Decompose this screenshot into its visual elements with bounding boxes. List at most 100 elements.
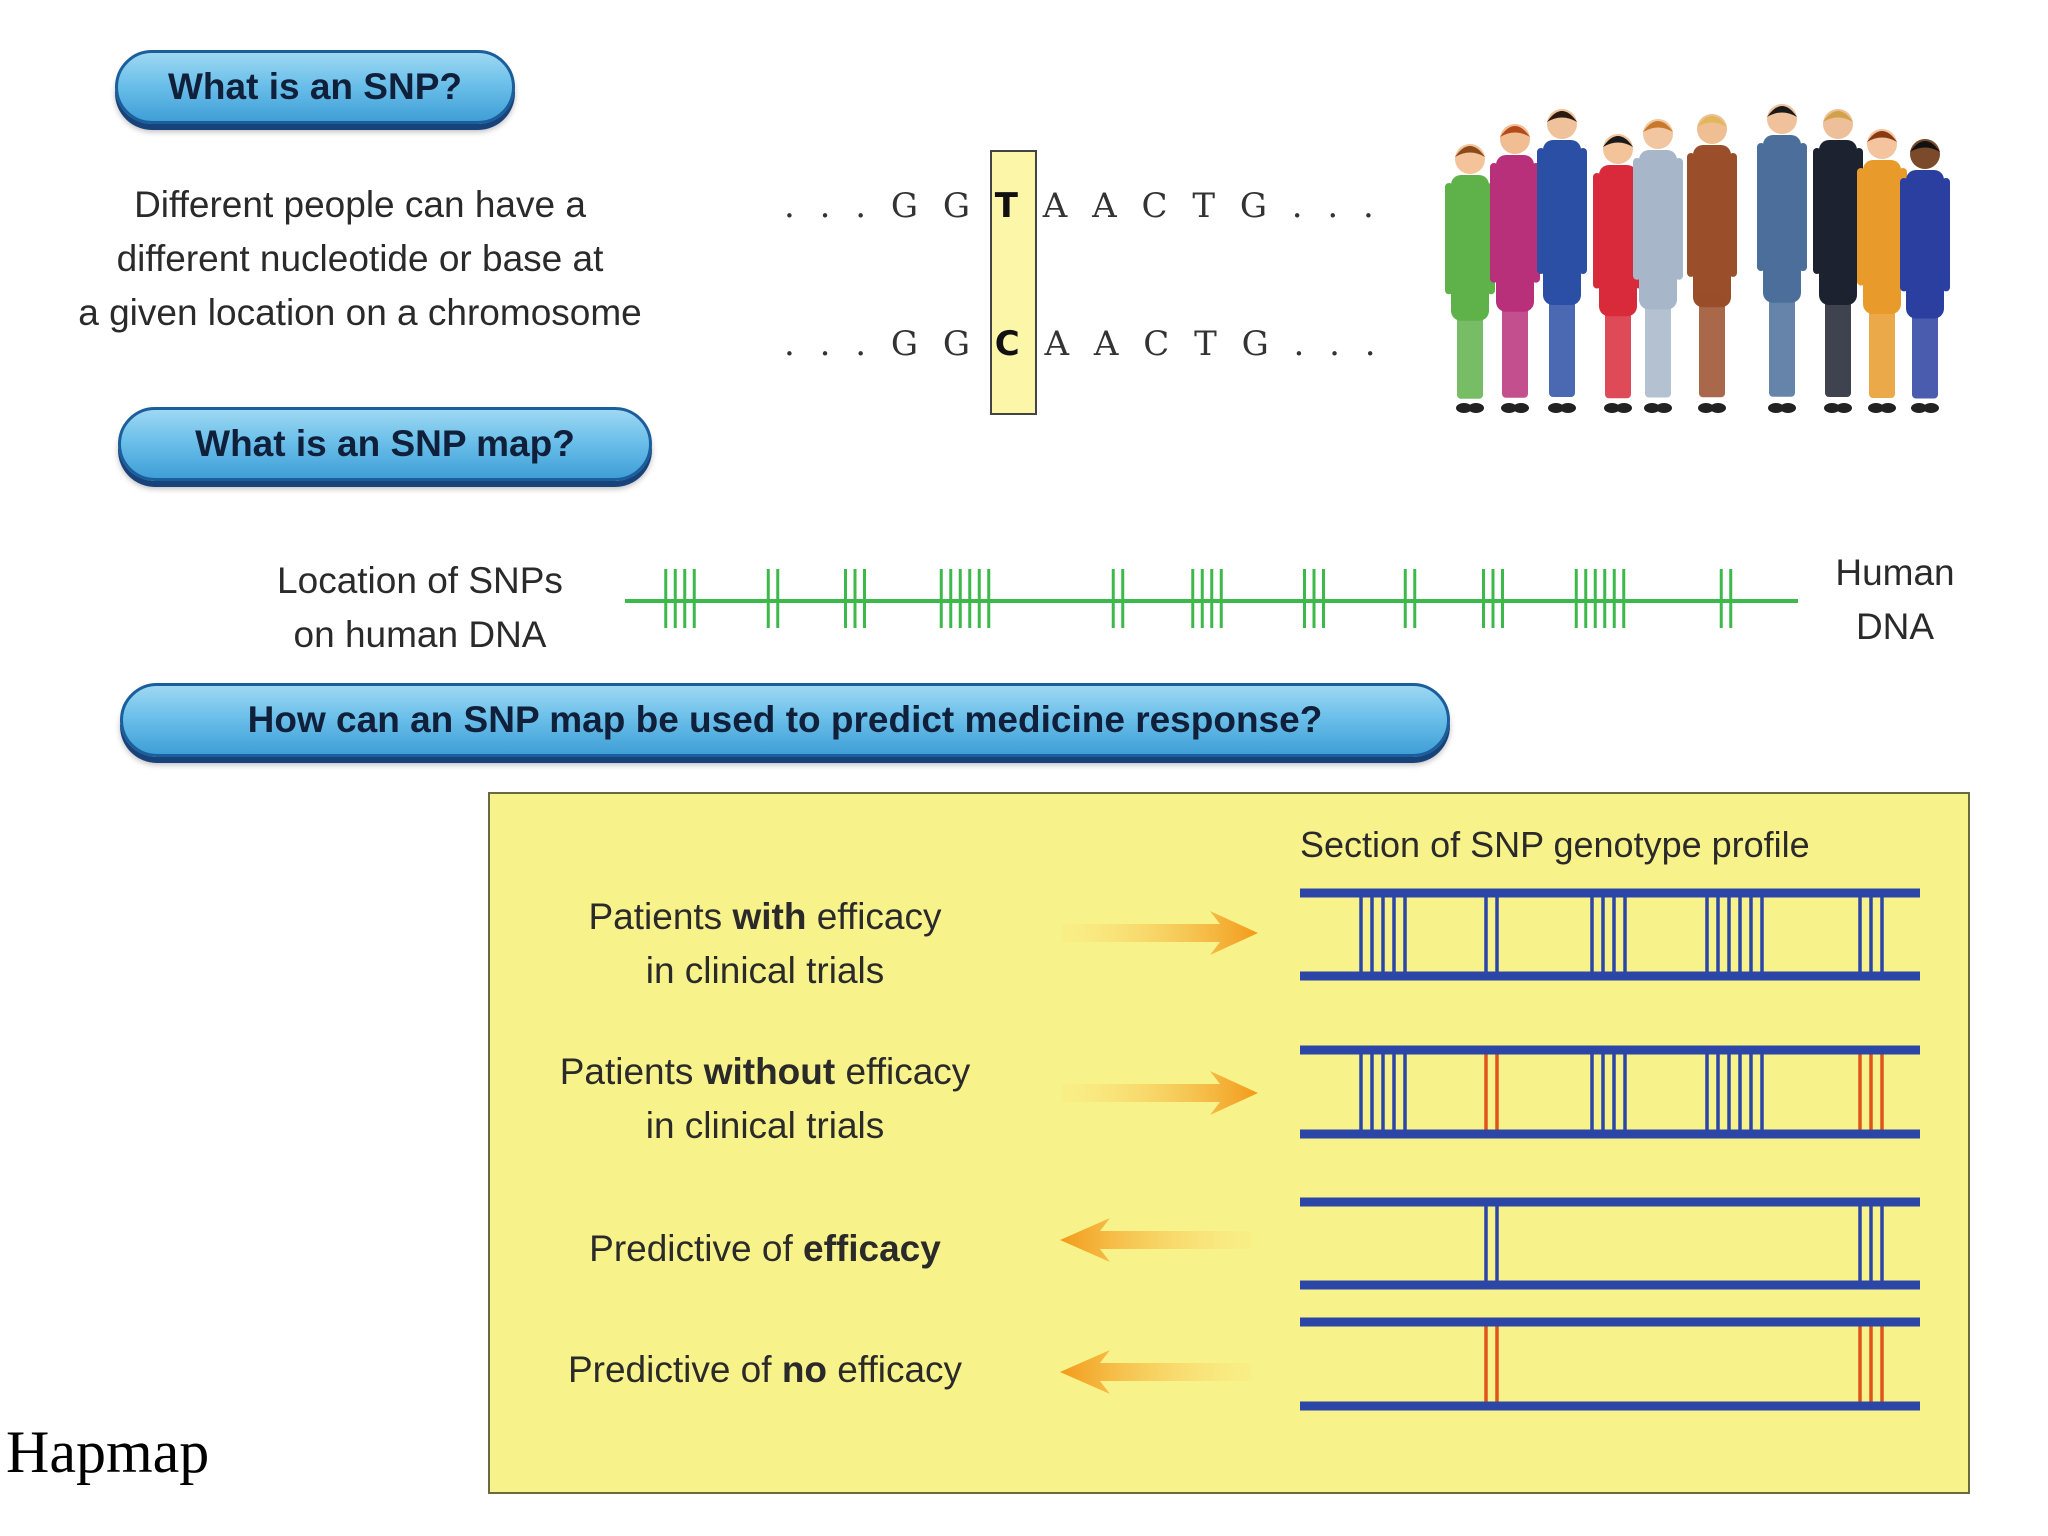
person-shoe xyxy=(1923,403,1939,413)
person-shoe xyxy=(1560,403,1576,413)
person-hair xyxy=(1867,131,1897,142)
row-emphasis: no xyxy=(781,1349,828,1390)
person-arm xyxy=(1813,148,1821,274)
person-arm xyxy=(1633,158,1641,280)
row-label: Predictive of efficacy xyxy=(500,1222,1030,1276)
person-shoe xyxy=(1604,403,1620,413)
person-torso xyxy=(1599,165,1637,317)
row-label: Predictive of no efficacy xyxy=(500,1343,1030,1397)
person-hair xyxy=(1547,111,1577,122)
person-torso xyxy=(1639,150,1677,310)
row-emphasis: without xyxy=(703,1051,836,1092)
person-arm xyxy=(1799,143,1807,272)
person-legs xyxy=(1502,297,1528,398)
person-torso xyxy=(1451,175,1489,321)
person-torso xyxy=(1906,170,1944,319)
person-torso xyxy=(1693,145,1731,308)
person-torso xyxy=(1496,155,1534,312)
definition-line: Different people can have a xyxy=(134,184,586,225)
person-shoe xyxy=(1548,403,1564,413)
heading-text: What is an SNP? xyxy=(168,66,462,107)
sequence-prefix: . . . G G xyxy=(784,324,995,364)
row-line: Predictive of no efficacy xyxy=(500,1343,1030,1397)
person-shoe xyxy=(1836,403,1852,413)
heading-text: How can an SNP map be used to predict me… xyxy=(247,699,1323,740)
person-legs xyxy=(1825,290,1851,397)
person-shoe xyxy=(1468,403,1484,413)
person-hair xyxy=(1455,146,1485,157)
person-hair xyxy=(1500,126,1530,137)
arrow-left-icon xyxy=(1060,1218,1252,1262)
person-arm xyxy=(1857,168,1865,286)
person-hair xyxy=(1910,141,1940,152)
person-hair xyxy=(1643,121,1673,132)
person-legs xyxy=(1912,305,1938,399)
snp-highlight-box xyxy=(990,150,1037,415)
person-shoe xyxy=(1768,403,1784,413)
person-arm xyxy=(1675,158,1683,280)
heading-text: What is an SNP map? xyxy=(195,423,575,464)
person-legs xyxy=(1869,300,1895,398)
person-legs xyxy=(1645,295,1671,398)
row-emphasis: with xyxy=(732,896,807,937)
row-text: efficacy xyxy=(835,1051,971,1092)
hapmap-label: Hapmap xyxy=(6,1419,210,1485)
sequence-bottom: . . . G G C A A C T G . . . xyxy=(784,324,1383,364)
person-shoe xyxy=(1656,403,1672,413)
human-dna-label: Human DNA xyxy=(1800,546,1990,654)
person-hair xyxy=(1823,111,1853,122)
row-text: efficacy xyxy=(827,1349,963,1390)
person-legs xyxy=(1457,307,1483,399)
heading-predict-medicine-response: How can an SNP map be used to predict me… xyxy=(120,683,1450,757)
heading-what-is-snp-map: What is an SNP map? xyxy=(118,407,652,481)
label-line: Human xyxy=(1835,552,1955,593)
label-line: on human DNA xyxy=(293,614,547,655)
row-line: Predictive of efficacy xyxy=(500,1222,1030,1276)
person-arm xyxy=(1593,173,1601,289)
sequence-suffix: A A C T G . . . xyxy=(1026,324,1383,364)
label-line: Location of SNPs xyxy=(277,560,563,601)
row-emphasis: efficacy xyxy=(803,1228,941,1269)
person-arm xyxy=(1537,148,1545,274)
arrow-right-icon xyxy=(1062,911,1258,955)
person-arm xyxy=(1942,178,1950,292)
row-text: efficacy xyxy=(806,896,942,937)
row-text: Predictive of xyxy=(589,1228,804,1269)
person-shoe xyxy=(1880,403,1896,413)
label-line: DNA xyxy=(1855,606,1935,647)
person-torso xyxy=(1763,135,1801,303)
arrow-right-icon xyxy=(1062,1071,1258,1115)
definition-line: different nucleotide or base at xyxy=(116,238,604,279)
snp-base: C xyxy=(994,324,1027,364)
snp-base: T xyxy=(994,186,1025,226)
sequence-prefix: . . . G G xyxy=(784,186,995,226)
person-shoe xyxy=(1911,403,1927,413)
person-shoe xyxy=(1501,403,1517,413)
snp-location-label: Location of SNPs on human DNA xyxy=(230,554,610,662)
person-torso xyxy=(1863,160,1901,314)
sequence-top: . . . G G T A A C T G . . . xyxy=(784,186,1381,226)
person-torso xyxy=(1543,140,1581,305)
row-text: Predictive of xyxy=(567,1349,782,1390)
person-legs xyxy=(1549,290,1575,397)
person-arm xyxy=(1729,153,1737,277)
person-shoe xyxy=(1616,403,1632,413)
person-shoe xyxy=(1824,403,1840,413)
row-text: Patients xyxy=(588,896,733,937)
person-arm xyxy=(1757,143,1765,272)
person-shoe xyxy=(1710,403,1726,413)
person-arm xyxy=(1687,153,1695,277)
person-legs xyxy=(1769,287,1795,397)
snp-definition: Different people can have a different nu… xyxy=(20,178,700,340)
row-text: Patients xyxy=(559,1051,704,1092)
row-line: in clinical trials xyxy=(645,1105,885,1146)
person-shoe xyxy=(1513,403,1529,413)
arrow-left-icon xyxy=(1060,1350,1252,1394)
row-line: Patients without efficacy xyxy=(500,1045,1030,1099)
heading-what-is-snp: What is an SNP? xyxy=(115,50,515,124)
person-shoe xyxy=(1780,403,1796,413)
sequence-suffix: A A C T G . . . xyxy=(1024,186,1381,226)
